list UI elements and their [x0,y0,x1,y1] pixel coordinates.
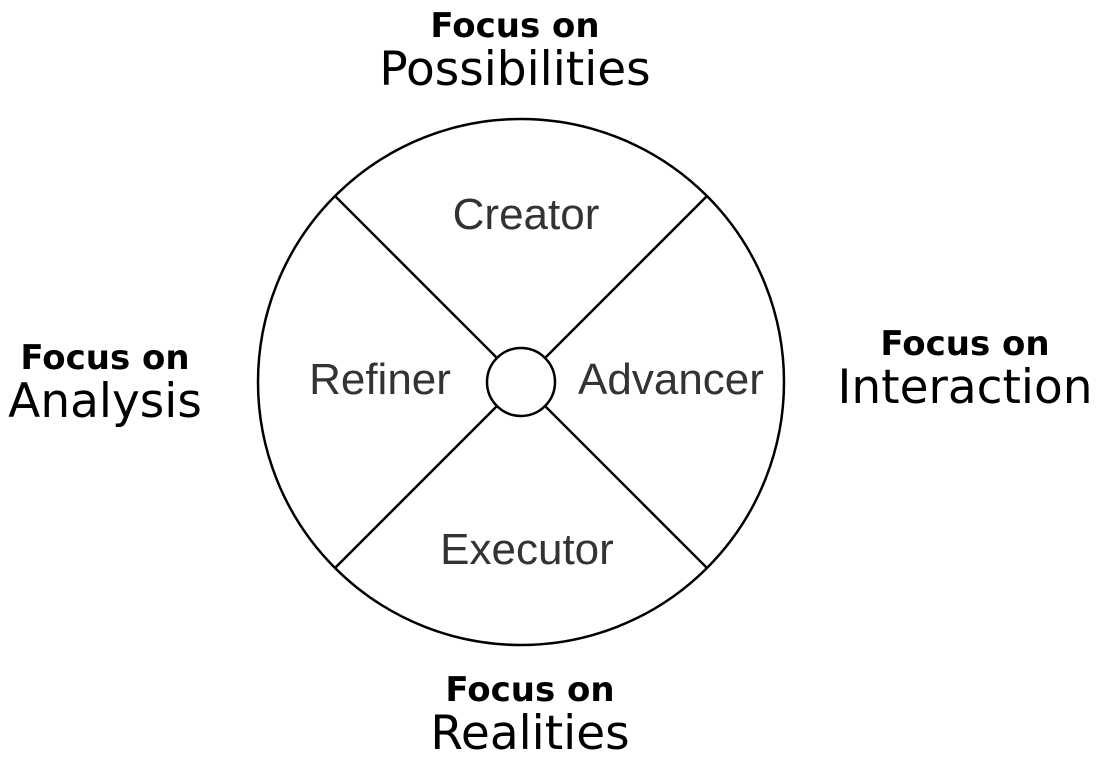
quadrant-executor: Executor [440,525,614,574]
label-interaction: Focus on Interaction [830,326,1100,414]
analysis-text: Analysis [8,374,202,429]
realities-text: Realities [430,706,630,761]
divider-top-right [544,195,708,359]
interaction-text: Interaction [837,360,1093,415]
outer-circle [256,117,786,647]
divider-bottom-right [544,405,708,569]
quadrant-refiner: Refiner [309,355,451,404]
divider-bottom-left [334,405,498,569]
quadrant-advancer: Advancer [578,355,764,404]
divider-top-left [334,195,498,359]
quadrant-creator: Creator [453,190,600,239]
focus-on-left: Focus on [20,338,190,378]
focus-on-bottom: Focus on [445,670,615,710]
possibilities-text: Possibilities [379,42,651,97]
focus-on-right: Focus on [880,324,1050,364]
focus-on-top: Focus on [430,6,600,46]
label-possibilities: Focus on Possibilities [365,8,665,96]
label-realities: Focus on Realities [380,672,680,760]
label-analysis: Focus on Analysis [0,340,210,428]
center-circle [485,346,557,418]
